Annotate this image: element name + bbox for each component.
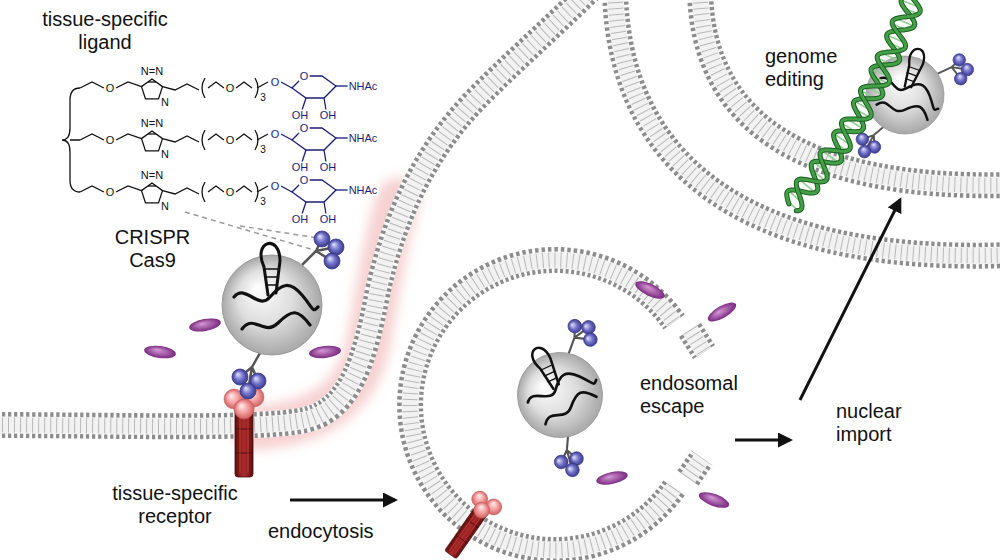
atom-label: NHAc: [348, 185, 379, 196]
atom-label: O: [225, 135, 236, 146]
illustration-part: [240, 226, 318, 238]
atom-label: O: [270, 77, 281, 88]
atom-label: N=N: [140, 118, 164, 129]
illustration-part: [0, 0, 590, 426]
atom-label: OH: [319, 214, 338, 225]
illustration-part: [80, 76, 350, 110]
illustration-part: [688, 458, 702, 478]
atom-label: NHAc: [348, 81, 379, 92]
illustration-part: [0, 0, 590, 426]
atom-label: N: [160, 149, 170, 160]
illustration-part: [690, 330, 704, 352]
illustration-part: [308, 344, 341, 359]
atom-label: N: [160, 201, 170, 212]
illustration-part: [688, 458, 702, 478]
illustration-part: [690, 330, 704, 352]
step-label: nuclear import: [836, 400, 921, 446]
cas9-particle: [222, 231, 344, 399]
illustration-part: [700, 0, 1000, 185]
dna-helix: [787, 0, 921, 211]
atom-label: O: [105, 83, 116, 94]
illustration-part: [800, 200, 900, 400]
particle-label: CRISPR Cas9: [105, 226, 200, 272]
flow-arrow: [290, 200, 900, 500]
illustration-part: [688, 458, 702, 478]
receptor-label: tissue-specific receptor: [100, 482, 250, 528]
atom-label: O: [225, 83, 236, 94]
atom-label: O: [105, 187, 116, 198]
illustration-part: [796, 0, 920, 211]
illustration-part: [700, 0, 1000, 185]
ligand-structure: [62, 76, 350, 214]
illustration-part: [690, 330, 704, 352]
step-label: genome editing: [765, 45, 855, 91]
illustration-part: [700, 0, 1000, 185]
atom-label: OH: [291, 110, 310, 121]
step-label: endosomal escape: [640, 372, 755, 418]
illustration-part: [697, 489, 731, 511]
illustration-part: [80, 180, 350, 214]
atom-label: NHAc: [348, 133, 379, 144]
illustration-part: [410, 260, 674, 550]
atom-label: OH: [319, 162, 338, 173]
atom-label: O: [299, 175, 310, 186]
atom-label: 3: [259, 197, 267, 207]
illustration-part: [80, 128, 350, 162]
illustration-part: [690, 330, 704, 352]
illustration-part: [700, 0, 1000, 185]
structure-label: tissue-specific ligand: [30, 8, 180, 54]
step-label: endocytosis: [268, 520, 398, 543]
illustration-part: [410, 260, 674, 550]
illustration-part: [688, 458, 702, 478]
illustration-part: [290, 499, 395, 502]
atom-label: O: [225, 187, 236, 198]
illustration-part: [615, 0, 1000, 256]
illustration-part: [615, 0, 1000, 256]
illustration-part: [0, 0, 590, 426]
receptor: [437, 487, 505, 560]
zoom-lines: [185, 212, 318, 250]
illustration-part: [143, 344, 176, 360]
atom-label: 3: [259, 145, 267, 155]
illustration-part: [185, 212, 314, 250]
illustration-part: [188, 316, 222, 333]
atom-label: O: [299, 71, 310, 82]
illustration-part: [0, 0, 590, 426]
atom-label: OH: [319, 110, 338, 121]
atom-label: O: [270, 129, 281, 140]
illustration-part: [735, 439, 790, 442]
cas9-particle: [843, 27, 977, 183]
illustration-part: [633, 278, 667, 302]
illustration-part: [705, 299, 739, 325]
cas9-particle: [495, 312, 649, 485]
atom-label: O: [105, 135, 116, 146]
illustration-part: [595, 469, 629, 487]
atom-label: OH: [291, 214, 310, 225]
illustration-part: [410, 260, 674, 550]
illustration-part: [796, 0, 920, 211]
illustration-part: [410, 260, 674, 550]
atom-label: N=N: [140, 170, 164, 181]
illustration-part: [615, 0, 1000, 256]
atom-label: OH: [291, 162, 310, 173]
atom-label: O: [270, 181, 281, 192]
atom-label: O: [299, 123, 310, 134]
atom-label: N=N: [140, 66, 164, 77]
atom-label: 3: [259, 93, 267, 103]
receptor: [224, 387, 264, 477]
illustration-part: [62, 88, 80, 192]
atom-label: N: [160, 97, 170, 108]
illustration-part: [615, 0, 1000, 256]
